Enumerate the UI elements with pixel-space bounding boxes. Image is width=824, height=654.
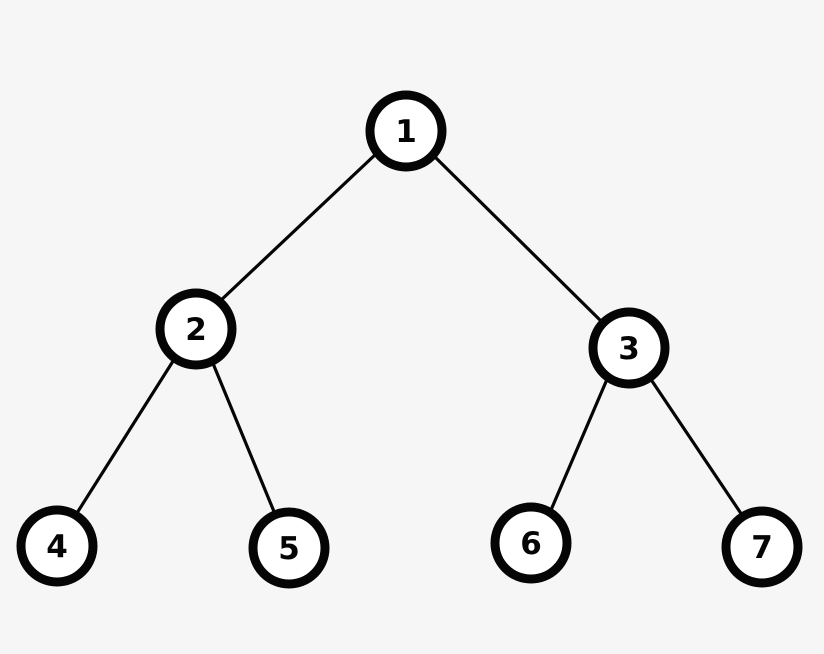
- node-label-6: 6: [520, 526, 542, 562]
- node-circle-3[interactable]: [588, 307, 670, 389]
- node-circle-1[interactable]: [365, 90, 447, 172]
- tree-node-2[interactable]: 2: [155, 288, 237, 370]
- tree-edge-n3-n7: [648, 376, 744, 517]
- tree-node-7[interactable]: 7: [721, 506, 803, 588]
- node-circle-4[interactable]: [16, 505, 98, 587]
- tree-edge-n2-n5: [210, 359, 277, 516]
- node-label-5: 5: [278, 531, 300, 567]
- node-circle-5[interactable]: [248, 507, 330, 589]
- tree-edge-n3-n6: [549, 375, 610, 512]
- tree-edge-n1-n2: [216, 151, 379, 305]
- node-label-7: 7: [751, 530, 773, 566]
- tree-node-1[interactable]: 1: [365, 90, 447, 172]
- tree-node-4[interactable]: 4: [16, 505, 98, 587]
- tree-node-5[interactable]: 5: [248, 507, 330, 589]
- tree-nodes-group: 1 2 3 4 5 6 7: [16, 90, 803, 589]
- node-label-1: 1: [395, 114, 417, 150]
- tree-edge-n1-n3: [432, 154, 605, 325]
- tree-edges-group: [75, 151, 744, 517]
- tree-node-6[interactable]: 6: [490, 502, 572, 584]
- node-label-4: 4: [46, 529, 68, 565]
- tree-node-3[interactable]: 3: [588, 307, 670, 389]
- node-circle-2[interactable]: [155, 288, 237, 370]
- node-label-2: 2: [185, 312, 207, 348]
- node-circle-7[interactable]: [721, 506, 803, 588]
- tree-edge-n2-n4: [75, 356, 177, 515]
- node-label-3: 3: [618, 331, 640, 367]
- node-circle-6[interactable]: [490, 502, 572, 584]
